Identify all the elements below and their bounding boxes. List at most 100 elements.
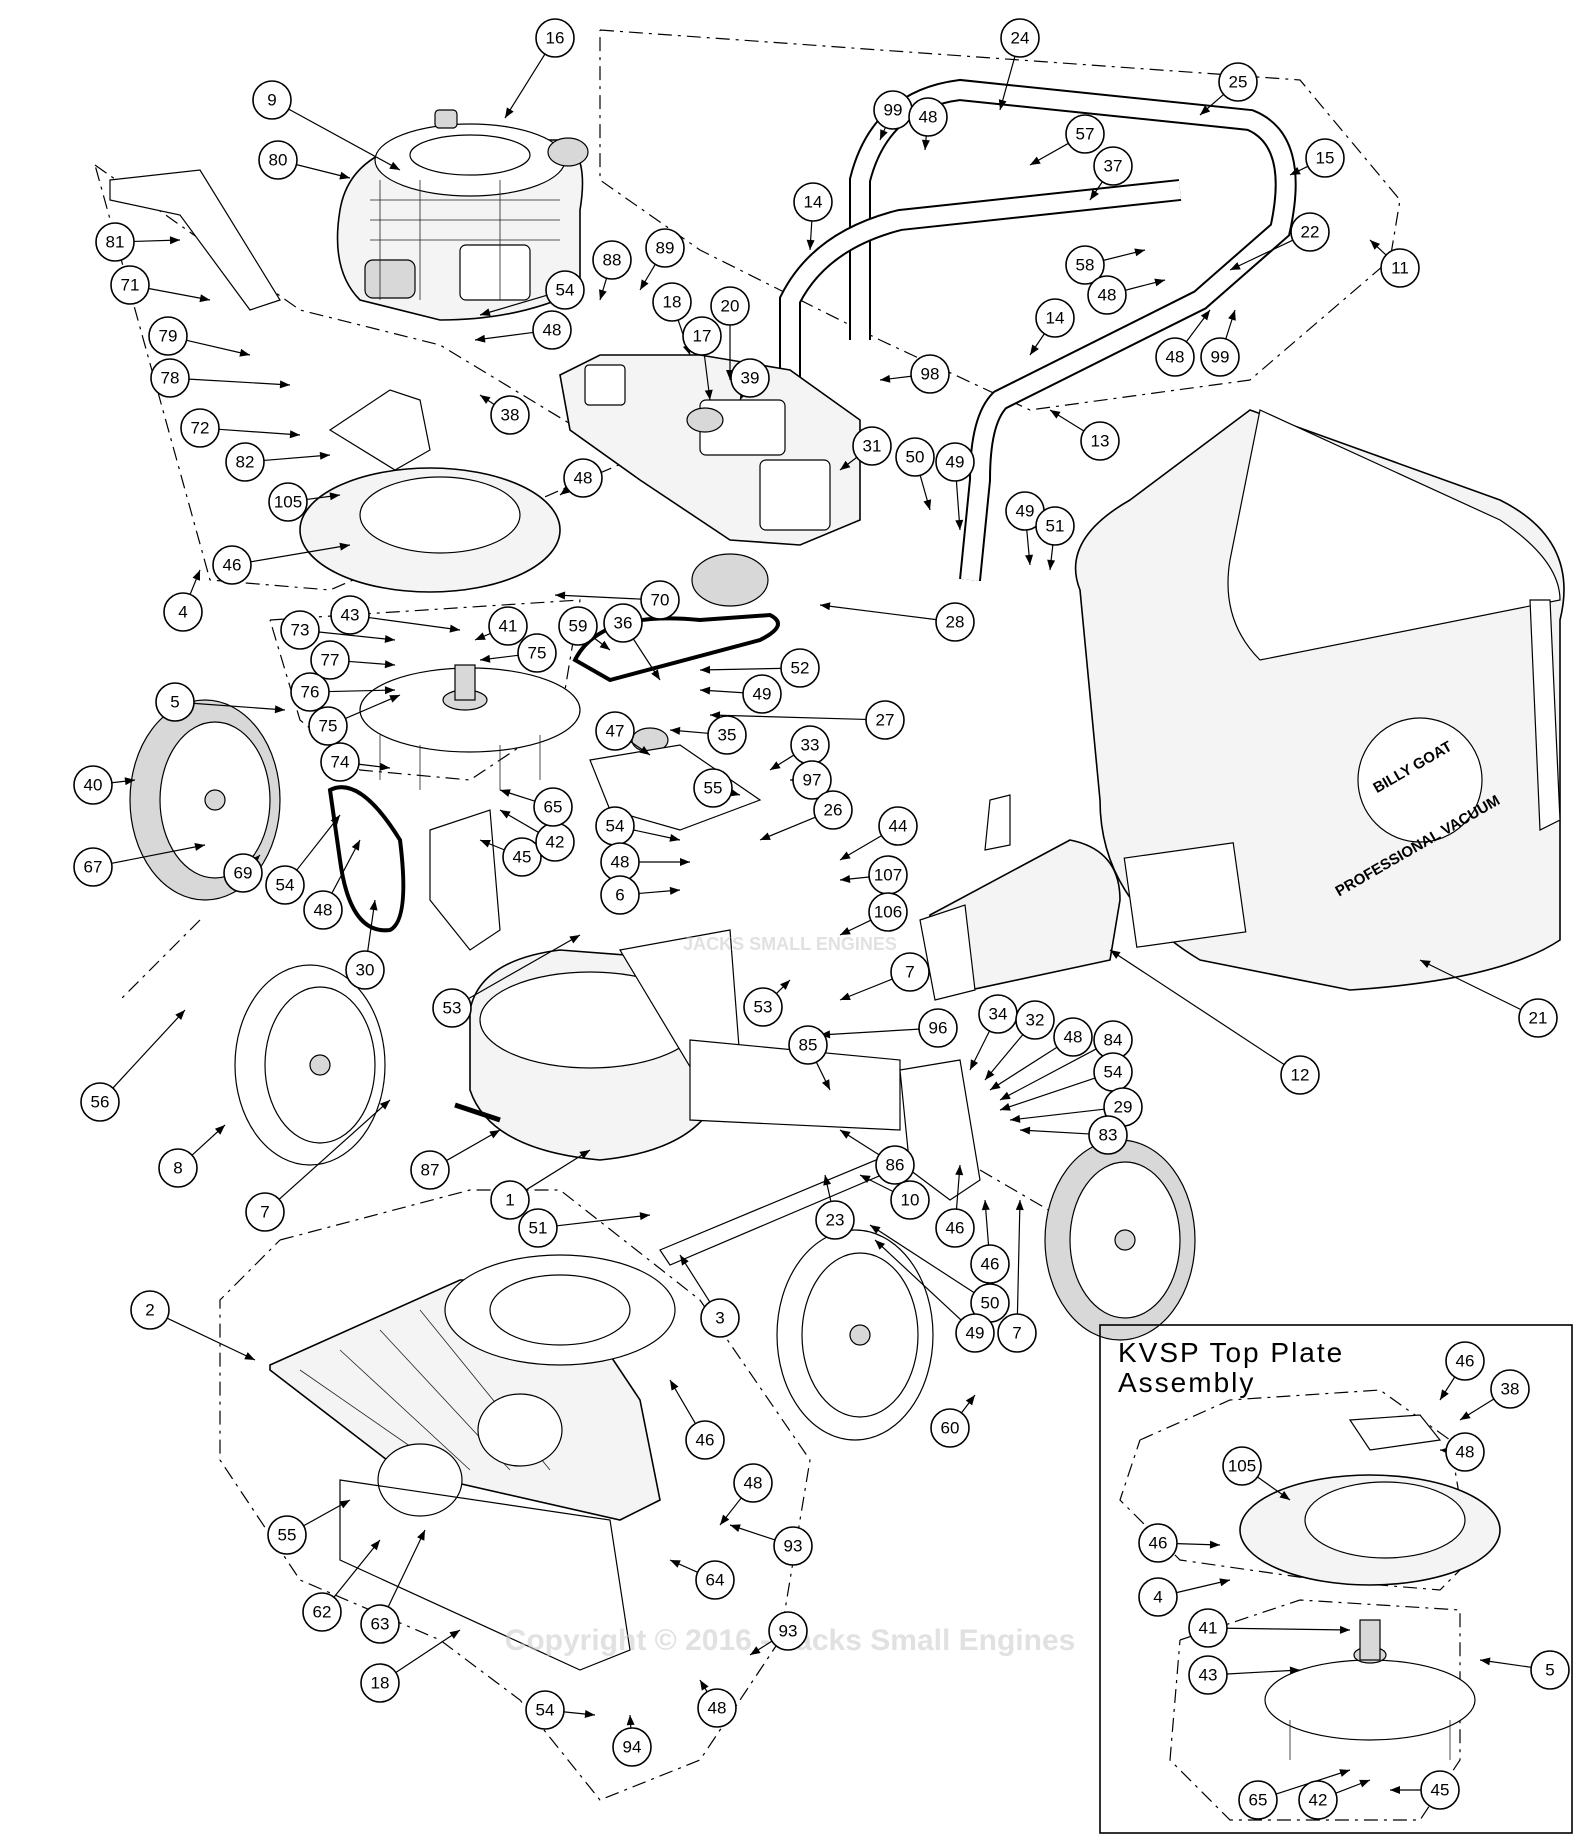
callout-leader (699, 667, 782, 671)
callout-number: 21 (1529, 1009, 1548, 1028)
callout-arrow (379, 762, 390, 771)
callout-number: 105 (1228, 1457, 1256, 1476)
callout-16: 16 (504, 18, 575, 119)
callout-arrow (955, 519, 964, 530)
callout-46: 46 (212, 542, 351, 585)
callout-number: 46 (1149, 1534, 1168, 1553)
callout-number: 26 (824, 801, 843, 820)
callout-number: 43 (1199, 1666, 1218, 1685)
callout-bubble (267, 1515, 307, 1555)
nozzle (269, 1254, 676, 1671)
callout-number: 31 (863, 437, 882, 456)
callout-number: 86 (886, 1156, 905, 1175)
callout-bubble (970, 1244, 1010, 1284)
callout-number: 48 (1098, 286, 1117, 305)
callout-arrow (1134, 248, 1145, 257)
callout-arrow (1090, 189, 1099, 200)
callout-number: 48 (611, 853, 630, 872)
callout-bubble (685, 1420, 725, 1460)
callout-arrow (480, 654, 491, 663)
callout-arrow (1339, 1625, 1350, 1634)
callout-arrow (569, 935, 580, 944)
callout-arrow (780, 980, 790, 990)
callout-arrow (1200, 310, 1210, 321)
callout-number: 97 (803, 771, 822, 790)
callout-leader (333, 1539, 381, 1598)
collection-bag: BILLY GOAT PROFESSIONAL VACUUM (1074, 409, 1565, 991)
callout-arrow (1209, 1540, 1220, 1549)
callout-7: 7 (839, 952, 930, 1001)
callout-81: 81 (95, 222, 181, 262)
callout-number: 85 (799, 1036, 818, 1055)
callout-72: 72 (180, 408, 301, 448)
callout-number: 67 (84, 858, 103, 877)
callout-arrow (1219, 1578, 1230, 1587)
callout-bubble (592, 240, 632, 280)
callout-bubble (652, 282, 692, 322)
callout-bubble (258, 140, 298, 180)
callout-57: 57 (1029, 114, 1105, 166)
callout-arrow (560, 485, 571, 495)
callout-bubble (700, 1298, 740, 1338)
callout-number: 48 (1166, 348, 1185, 367)
callout-bubble (792, 760, 832, 800)
callout-number: 107 (874, 866, 902, 885)
callout-75: 75 (479, 633, 557, 673)
callout-leader (111, 844, 206, 864)
callout-number: 80 (269, 151, 288, 170)
callout-number: 69 (234, 864, 253, 883)
callout-37: 37 (1089, 146, 1133, 201)
callout-bubble (645, 228, 685, 268)
callout-78: 78 (150, 358, 291, 398)
callout-number: 15 (1316, 149, 1335, 168)
callout-arrow (489, 1130, 500, 1139)
callout-28: 28 (819, 602, 975, 642)
callout-leader (709, 714, 867, 721)
callout-bubble (432, 988, 472, 1028)
callout-82: 82 (225, 442, 331, 482)
callout-layer: 1698081717978728210546454483888891817203… (73, 18, 1570, 1820)
callout-44: 44 (839, 806, 918, 861)
callout-arrow (840, 992, 851, 1000)
callout-arrow (1050, 410, 1061, 419)
top-plate (109, 169, 561, 593)
callout-63: 63 (360, 1529, 426, 1644)
callout-arrow (389, 161, 400, 170)
callout-bubble (1490, 1369, 1530, 1409)
callout-arrow (700, 686, 711, 695)
callout-18: 18 (360, 1629, 461, 1703)
callout-number: 58 (1076, 256, 1095, 275)
callout-number: 45 (513, 848, 532, 867)
callout-number: 52 (791, 659, 810, 678)
callout-number: 64 (706, 1571, 725, 1590)
callout-number: 13 (1091, 432, 1110, 451)
callout-number: 33 (801, 736, 820, 755)
callout-48: 48 (989, 1017, 1093, 1091)
callout-number: 48 (919, 108, 938, 127)
callout-75: 75 (308, 694, 401, 746)
callout-number: 94 (623, 1738, 642, 1757)
callout-bubble (890, 952, 930, 992)
callout-bubble (558, 606, 598, 646)
callout-number: 1 (505, 1191, 514, 1210)
callout-bubble (223, 853, 263, 893)
callout-48: 48 (697, 1679, 737, 1728)
callout-5: 5 (155, 682, 286, 722)
callout-number: 12 (1291, 1066, 1310, 1085)
callout-arrow (860, 1175, 871, 1184)
callout-number: 41 (1199, 1619, 1218, 1638)
callout-number: 49 (946, 453, 965, 472)
callout-32: 32 (984, 1000, 1055, 1081)
callout-number: 54 (556, 281, 575, 300)
callout-number: 96 (929, 1019, 948, 1038)
callout-bubble (935, 442, 975, 482)
callout-arrow (417, 1530, 425, 1541)
callout-arrow (330, 815, 340, 826)
callout-43: 43 (1188, 1655, 1301, 1695)
callout-12: 12 (1109, 949, 1320, 1095)
callout-number: 46 (981, 1255, 1000, 1274)
callout-number: 54 (276, 876, 295, 895)
callout-number: 50 (981, 1294, 1000, 1313)
callout-bubble (793, 182, 833, 222)
callout-arrow (820, 602, 831, 611)
